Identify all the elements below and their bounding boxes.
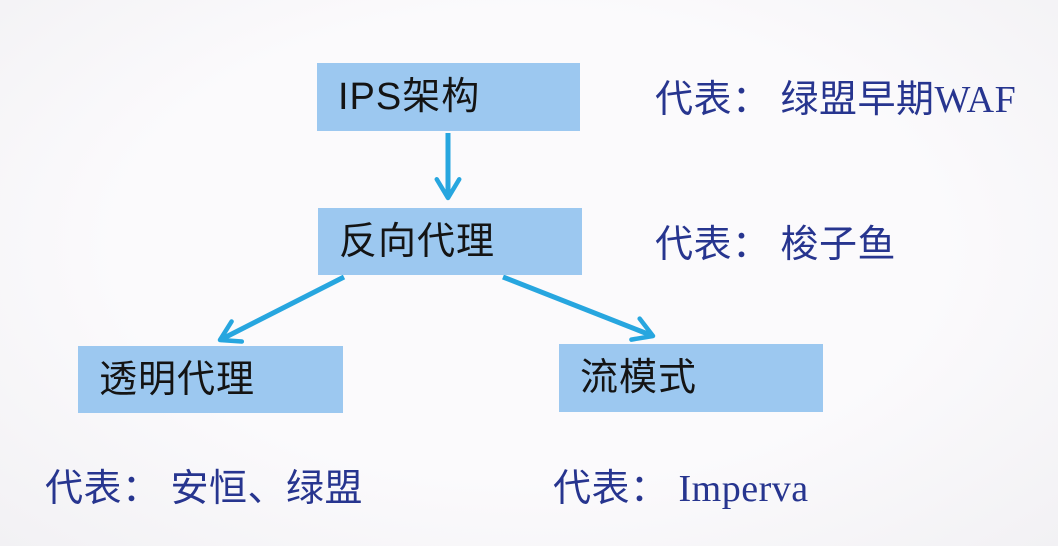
node-transparent-proxy-label: 透明代理	[99, 358, 256, 401]
arrow-reverse-proxy-to-stream-mode	[502, 274, 656, 342]
node-transparent-proxy: 透明代理	[78, 346, 343, 413]
node-stream-mode: 流模式	[559, 344, 823, 412]
node-ips-architecture: IPS架构	[317, 63, 580, 131]
annotation-stream-mode: 代表： Imperva	[553, 468, 809, 510]
node-stream-mode-label: 流模式	[580, 357, 698, 399]
node-reverse-proxy: 反向代理	[318, 208, 582, 275]
annotation-transparent-proxy: 代表： 安恒、绿盟	[45, 468, 364, 510]
node-ips-architecture-label: IPS架构	[338, 76, 481, 118]
annotation-ips-architecture: 代表： 绿盟早期WAF	[655, 79, 1017, 121]
arrow-reverse-proxy-to-transparent-proxy	[217, 274, 346, 344]
node-reverse-proxy-label: 反向代理	[339, 220, 496, 263]
annotation-reverse-proxy: 代表： 梭子鱼	[655, 224, 897, 266]
